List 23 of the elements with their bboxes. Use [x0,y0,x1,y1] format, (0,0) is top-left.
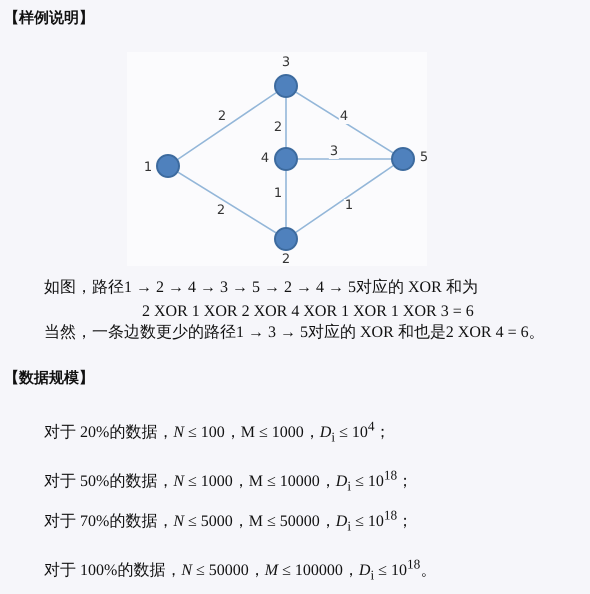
edge-line [295,165,394,233]
edge-line [177,92,277,160]
section-heading: 【数据规模】 [4,368,94,388]
text-line: 对于 100%的数据，N ≤ 50000，M ≤ 100000，D$_{i}$ ≤ 10$^{18}$。 [44,556,436,584]
edge-weight: 3 [328,145,340,159]
edge-line [298,158,391,160]
edge-line [178,172,276,234]
text-line: 对于 70%的数据，N ≤ 5000，M ≤ 50000，D$_{i}$ ≤ 10$^{18}$； [44,506,414,536]
text-line: 对于 20%的数据，N ≤ 100，M ≤ 1000，D$_{i}$ ≤ 10$^{4}$； [44,418,391,446]
text-line: 当然，一条边数更少的路径1 → 3 → 5对应的 XOR 和也是2 XOR 4 = 6。 [44,323,545,343]
vertex-number: 5 [420,151,428,165]
text-line: 对于 50%的数据，N ≤ 1000，M ≤ 10000，D$_{i}$ ≤ 10$^{18}$； [44,466,414,496]
vertex-number: 2 [282,253,290,267]
section-heading: 【样例说明】 [4,8,94,28]
edge-line [296,92,394,154]
vertex-number: 1 [144,161,152,175]
text-line: 2 XOR 1 XOR 2 XOR 4 XOR 1 XOR 1 XOR 3 = 6 [142,302,474,322]
edge-line [285,171,287,227]
text-line: 如图，路径1 → 2 → 4 → 3 → 5 → 2 → 4 → 5对应的 XOR 和为 [44,278,478,298]
edge-weight: 4 [338,110,350,124]
vertex-number: 4 [260,152,270,166]
edge-line [285,98,287,147]
vertex-number: 3 [282,56,290,70]
